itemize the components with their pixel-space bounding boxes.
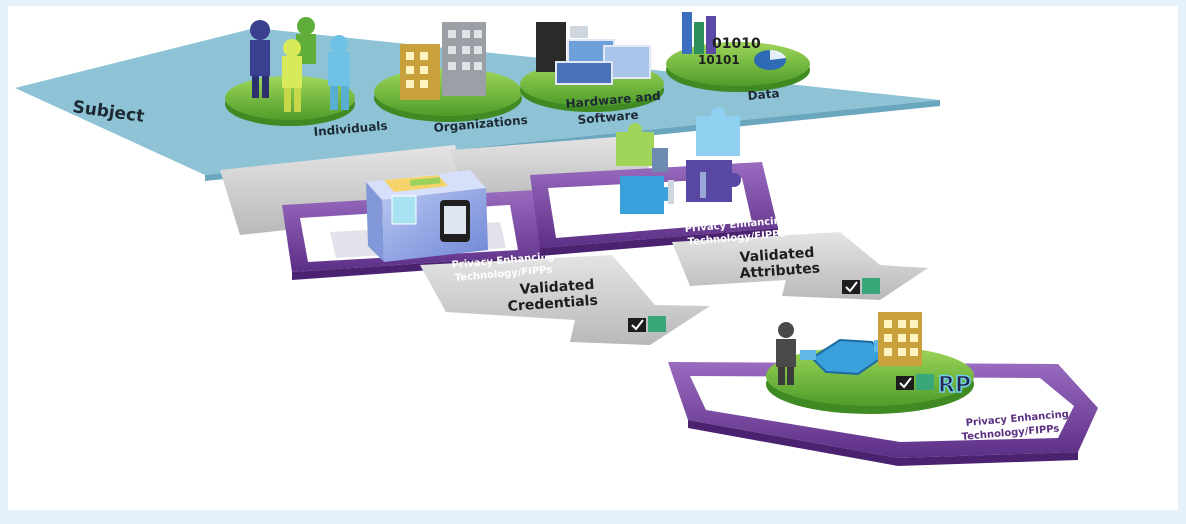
validated-credentials-arrow: Validated Credentials <box>420 255 710 345</box>
individuals-label: Individuals <box>313 119 388 139</box>
frame-right <box>1178 0 1186 524</box>
device-box <box>366 170 488 262</box>
frame-bottom <box>0 510 1186 524</box>
attributes-check-icon <box>842 278 880 294</box>
data-digits-bottom: 10101 <box>698 53 740 67</box>
card-icon <box>384 175 448 192</box>
data-disc: 01010 10101 <box>666 12 810 92</box>
computer-icon <box>536 22 651 85</box>
attributes-arrow-line2: Attributes <box>739 260 820 282</box>
phone-icon <box>440 200 470 242</box>
person-icon <box>776 322 796 385</box>
frame-top <box>0 0 1186 6</box>
organizations-disc <box>374 22 522 122</box>
validated-attributes-arrow: Validated Attributes <box>672 232 928 300</box>
hardware-disc <box>520 22 664 112</box>
people-icon <box>250 17 350 112</box>
rp-label: RP <box>938 373 971 398</box>
rp-check-icon <box>896 374 934 390</box>
data-label: Data <box>747 86 780 103</box>
individuals-disc <box>225 17 355 126</box>
puzzle-pieces-icon <box>616 107 741 214</box>
data-chart-icon: 01010 10101 <box>682 12 786 70</box>
credentials-check-icon <box>628 316 666 332</box>
hardware-label-line2: Software <box>577 108 639 127</box>
data-digits-top: 01010 <box>712 36 761 52</box>
credentials-arrow-line2: Credentials <box>507 293 598 315</box>
credentials-arrow-line1: Validated <box>519 277 595 298</box>
frame-left <box>0 0 8 524</box>
buildings-icon <box>400 22 486 100</box>
attributes-arrow-line1: Validated <box>739 245 815 266</box>
rp-building-icon <box>878 312 922 366</box>
